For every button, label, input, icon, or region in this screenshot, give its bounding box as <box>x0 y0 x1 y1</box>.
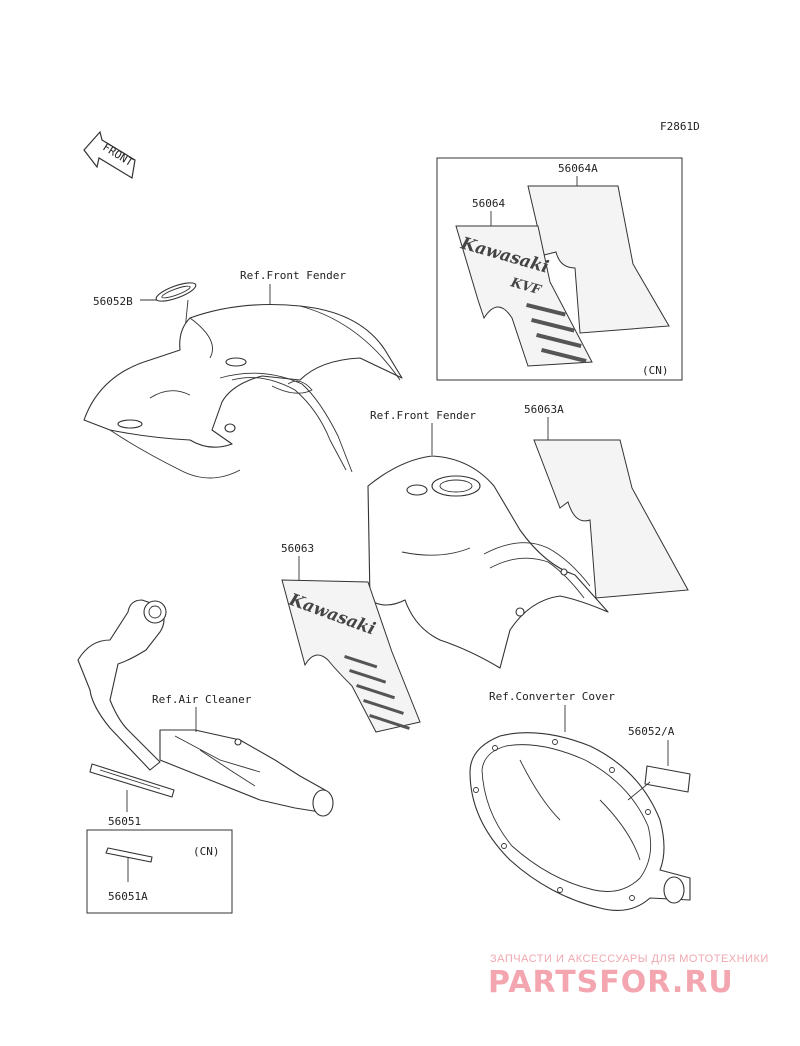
decal-56063a <box>533 439 689 599</box>
cn-box-lower <box>86 829 233 914</box>
label-56063: 56063 <box>281 542 314 555</box>
cn-box-upper <box>436 157 683 381</box>
label-56063a: 56063A <box>524 403 564 416</box>
label-56051: 56051 <box>108 815 141 828</box>
watermark-logo: PARTSFOR.RU <box>488 965 734 1000</box>
front-fender-right <box>367 455 609 669</box>
decal-56052b <box>155 282 197 302</box>
decal-56052a <box>644 765 691 793</box>
cn-label-upper: (CN) <box>642 364 669 377</box>
label-ref-air-cleaner: Ref.Air Cleaner <box>152 693 252 706</box>
label-56051a: 56051A <box>108 890 148 903</box>
front-fender-left <box>83 303 403 479</box>
label-56052b: 56052B <box>93 295 133 308</box>
decal-56051 <box>89 763 175 798</box>
converter-cover <box>469 732 691 911</box>
cn-label-lower: (CN) <box>193 845 220 858</box>
watermark-subtitle: ЗАПЧАСТИ И АКСЕССУАРЫ ДЛЯ МОТОТЕХНИКИ <box>490 953 769 965</box>
leader-56052a-to-cover <box>627 781 651 801</box>
label-56064: 56064 <box>472 197 505 210</box>
air-cleaner-duct <box>77 599 334 817</box>
figure-code: F2861D <box>660 120 700 133</box>
label-56052a: 56052/A <box>628 725 675 738</box>
decal-56063: Kawasaki <box>281 579 421 733</box>
decal-56064: Kawasaki KVF <box>455 225 593 367</box>
label-ref-converter-cover: Ref.Converter Cover <box>489 690 615 703</box>
decal-56051a <box>105 847 153 863</box>
label-ref-front-fender-1: Ref.Front Fender <box>240 269 346 282</box>
label-ref-front-fender-2: Ref.Front Fender <box>370 409 476 422</box>
front-arrow-icon: FRONT <box>83 130 136 179</box>
label-56064a: 56064A <box>558 162 598 175</box>
decal-56064a <box>527 185 670 334</box>
